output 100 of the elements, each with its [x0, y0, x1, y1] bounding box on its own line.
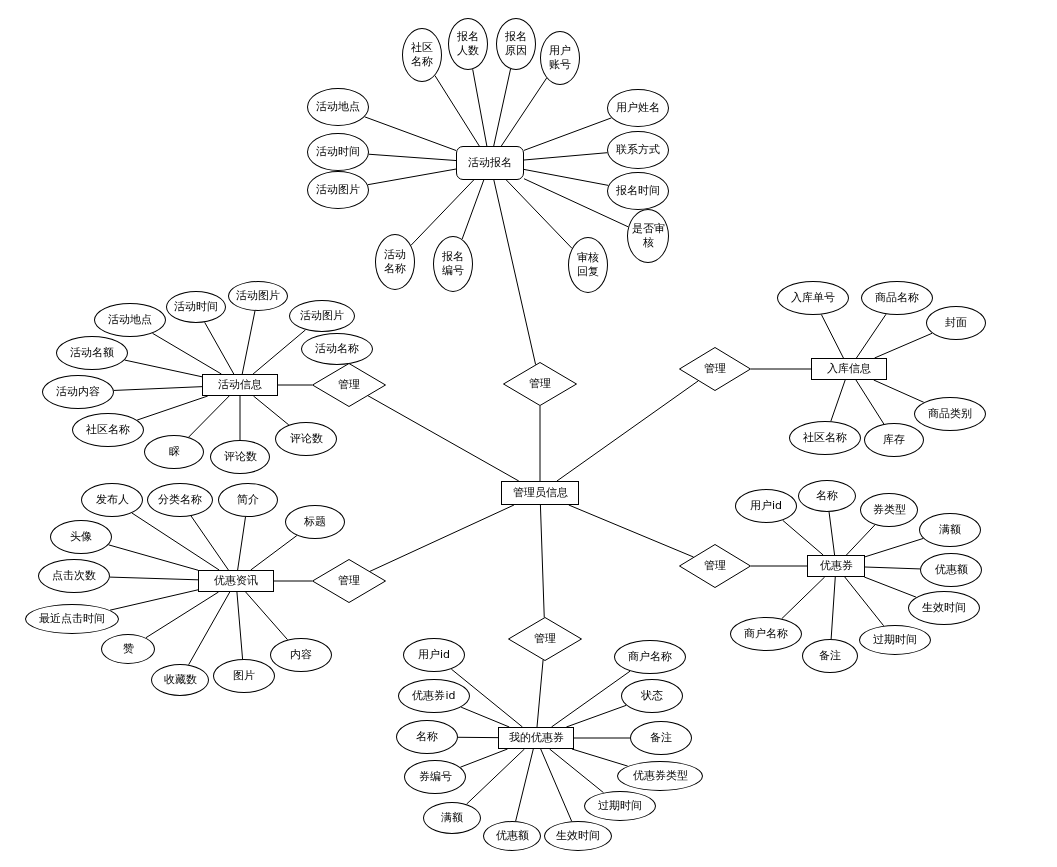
entity-box [807, 555, 865, 577]
attribute-ellipse [228, 281, 288, 311]
attribute-ellipse [403, 638, 465, 672]
connector-line [523, 178, 629, 228]
connector-line [500, 77, 548, 147]
connector-line [113, 386, 203, 391]
relationship-diamond [508, 617, 582, 661]
connector-line [493, 68, 512, 147]
attribute-label: 券类型 [871, 503, 907, 517]
connector-line [241, 310, 256, 375]
attribute-ellipse [56, 336, 128, 370]
connector-line [434, 75, 480, 147]
connector-line [820, 314, 844, 359]
connector-line [151, 332, 222, 375]
attribute-ellipse [210, 440, 270, 474]
connector-line [515, 748, 534, 822]
connector-line [551, 670, 631, 728]
attribute-label: 评论数 [288, 432, 324, 446]
attribute-label: 优惠额 [933, 563, 969, 577]
relationship-diamond [503, 362, 577, 406]
attribute-ellipse [496, 18, 536, 70]
attribute-label: 点击次数 [51, 569, 97, 583]
attribute-label: 名称 [415, 730, 439, 744]
connector-line [565, 704, 627, 728]
connector-line [204, 321, 235, 375]
connector-line [873, 379, 925, 403]
entity-box [501, 481, 579, 505]
attribute-ellipse [94, 303, 166, 337]
relationship-label: 管理 [337, 574, 361, 588]
connector-line [863, 576, 917, 598]
connector-line [277, 384, 313, 386]
attribute-ellipse [218, 483, 278, 517]
connector-line [188, 395, 230, 438]
attribute-ellipse [25, 604, 119, 634]
attribute-ellipse [919, 513, 981, 547]
attribute-label: 用户id [416, 648, 451, 662]
attribute-label: 券编号 [417, 770, 453, 784]
attribute-label: 睬 [167, 445, 181, 459]
connector-line [457, 736, 499, 739]
connector-line [367, 395, 520, 482]
attribute-ellipse [920, 553, 982, 587]
connector-line [252, 395, 290, 426]
attribute-ellipse [864, 423, 924, 457]
entity-label: 活动信息 [217, 378, 263, 392]
attribute-label: 收藏数 [162, 673, 198, 687]
attribute-ellipse [151, 664, 209, 696]
attribute-label: 最近点击时间 [38, 612, 106, 626]
attribute-label: 满额 [938, 523, 962, 537]
connector-line [556, 380, 699, 482]
connector-line [844, 576, 885, 627]
entity-label: 优惠券 [818, 559, 854, 573]
entity-label: 优惠资讯 [213, 574, 259, 588]
attribute-ellipse [270, 638, 332, 672]
connector-line [539, 504, 545, 618]
attribute-label: 内容 [289, 648, 313, 662]
connector-line [190, 515, 229, 571]
attribute-label: 活动图片 [235, 289, 281, 303]
attribute-label: 活动时间 [315, 145, 361, 159]
connector-line [855, 379, 885, 425]
connector-line [828, 511, 836, 556]
relationship-diamond [679, 544, 751, 588]
attribute-label: 用户姓名 [615, 101, 661, 115]
connector-line [368, 153, 457, 162]
attribute-ellipse [402, 28, 442, 82]
connector-line [108, 544, 199, 571]
attribute-ellipse [861, 281, 933, 315]
attribute-label: 活动时间 [173, 300, 219, 314]
attribute-label: 标题 [303, 515, 327, 529]
attribute-label: 活动地点 [315, 100, 361, 114]
connector-line [109, 589, 199, 611]
attribute-label: 报名时间 [615, 184, 661, 198]
connector-line [845, 524, 876, 556]
attribute-ellipse [859, 625, 931, 655]
attribute-label: 名称 [815, 489, 839, 503]
relationship-diamond [679, 347, 751, 391]
connector-line [573, 737, 631, 739]
connector-line [410, 179, 475, 246]
attribute-ellipse [483, 821, 541, 851]
attribute-ellipse [301, 333, 373, 365]
connector-line [109, 576, 199, 581]
attribute-label: 活动名额 [69, 346, 115, 360]
entity-label: 我的优惠券 [507, 731, 565, 745]
connector-line [188, 591, 231, 666]
connector-line [252, 329, 306, 375]
attribute-ellipse [289, 300, 355, 332]
relationship-diamond [312, 363, 386, 407]
attribute-label: 备注 [649, 731, 673, 745]
attribute-label: 活动名称 [383, 248, 407, 276]
attribute-ellipse [398, 679, 470, 713]
attribute-ellipse [81, 483, 143, 517]
attribute-ellipse [144, 435, 204, 469]
attribute-label: 生效时间 [555, 829, 601, 843]
connector-line [493, 179, 537, 366]
attribute-ellipse [375, 234, 415, 290]
attribute-label: 生效时间 [921, 601, 967, 615]
attribute-label: 封面 [944, 316, 968, 330]
attribute-label: 优惠券id [411, 689, 457, 703]
attribute-label: 社区名称 [410, 41, 434, 69]
attribute-ellipse [540, 31, 580, 85]
connector-line [568, 504, 695, 558]
